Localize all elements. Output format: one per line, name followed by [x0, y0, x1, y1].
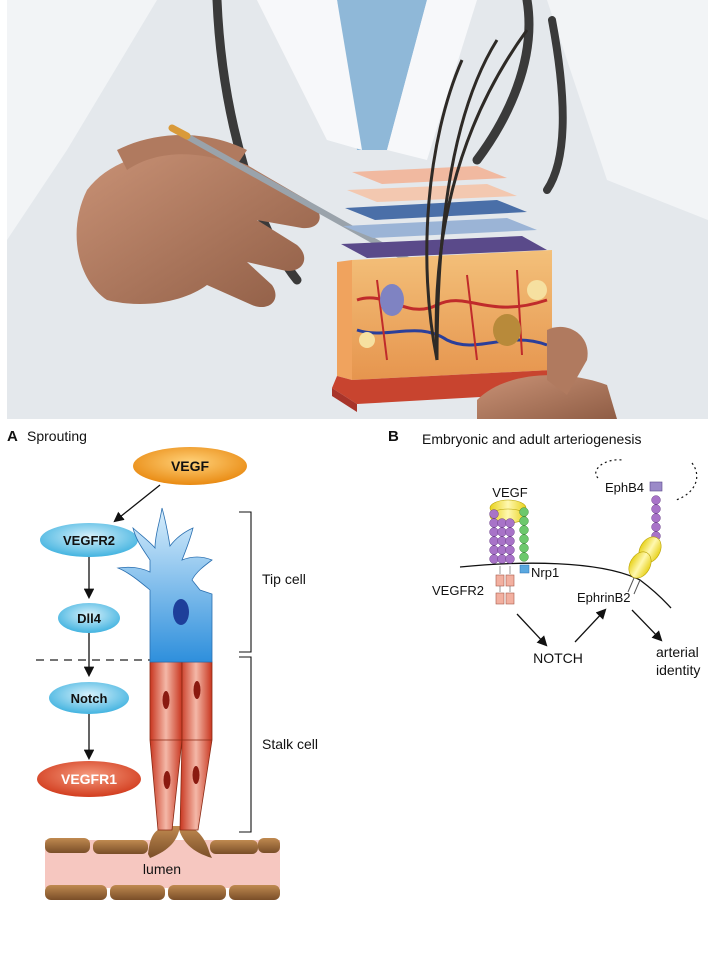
notch-oval	[49, 682, 129, 714]
tip-cell	[116, 507, 213, 663]
ephrinb2-ligand	[627, 536, 662, 595]
lumen-label: lumen	[143, 861, 181, 877]
tip-cell-nucleus	[173, 599, 189, 625]
stalk-bracket	[239, 656, 252, 833]
vegf-label: VEGF	[171, 458, 210, 474]
stalk-cells	[149, 661, 213, 831]
photo-doctor-skin-model	[7, 0, 708, 419]
panel-b: B Embryonic and adult arteriogenesis VEG…	[388, 428, 700, 678]
vegfr1-label: VEGFR1	[61, 771, 117, 787]
arrow-vegfr2-notch	[516, 613, 548, 647]
panel-b-letter: B	[388, 428, 399, 445]
vegfr1-oval	[37, 761, 141, 797]
arrow-notch-ephrinb2	[574, 608, 607, 643]
diagram-angiogenesis: A Sprouting VEGF VEGFR2 Dll4 Notch VEGFR…	[7, 428, 700, 900]
arterial-label: arterial	[656, 644, 699, 660]
ephb4-cell-membrane	[595, 459, 698, 501]
panel-a-title: Sprouting	[27, 428, 87, 444]
ephb4-receptor	[651, 495, 661, 541]
vegfr2-intracellular	[495, 566, 515, 605]
nrp1-box	[519, 564, 530, 574]
notch-b-label: NOTCH	[533, 650, 583, 666]
nrp1-label: Nrp1	[531, 565, 559, 580]
nrp1-receptor	[519, 507, 529, 562]
vegfr2-label: VEGFR2	[63, 533, 115, 548]
vegfr2-receptor	[489, 509, 515, 564]
ephb4-box	[649, 481, 663, 492]
vessel-wall-bottom	[45, 885, 280, 900]
ephrinb2-label: EphrinB2	[577, 590, 630, 605]
notch-label: Notch	[71, 691, 108, 706]
arrow-vegf-vegfr2	[113, 484, 161, 523]
tip-bracket	[239, 511, 252, 653]
cell-membrane	[459, 562, 672, 609]
tip-cell-label: Tip cell	[262, 571, 306, 587]
vegfr2-b-label: VEGFR2	[432, 583, 484, 598]
panel-a: A Sprouting VEGF VEGFR2 Dll4 Notch VEGFR…	[7, 428, 318, 900]
vegf-oval	[133, 447, 247, 485]
arrow-ephrinb2-arterial	[631, 609, 663, 642]
panel-a-letter: A	[7, 428, 18, 445]
dll4-label: Dll4	[77, 611, 102, 626]
vessel-wall-top	[45, 826, 280, 858]
stalk-cell-label: Stalk cell	[262, 736, 318, 752]
vegfr2-oval	[40, 523, 138, 557]
ephb4-label: EphB4	[605, 480, 644, 495]
dll4-oval	[58, 603, 120, 633]
panel-b-title: Embryonic and adult arteriogenesis	[422, 431, 641, 447]
vegf-b-label: VEGF	[492, 485, 527, 500]
identity-label: identity	[656, 662, 700, 678]
